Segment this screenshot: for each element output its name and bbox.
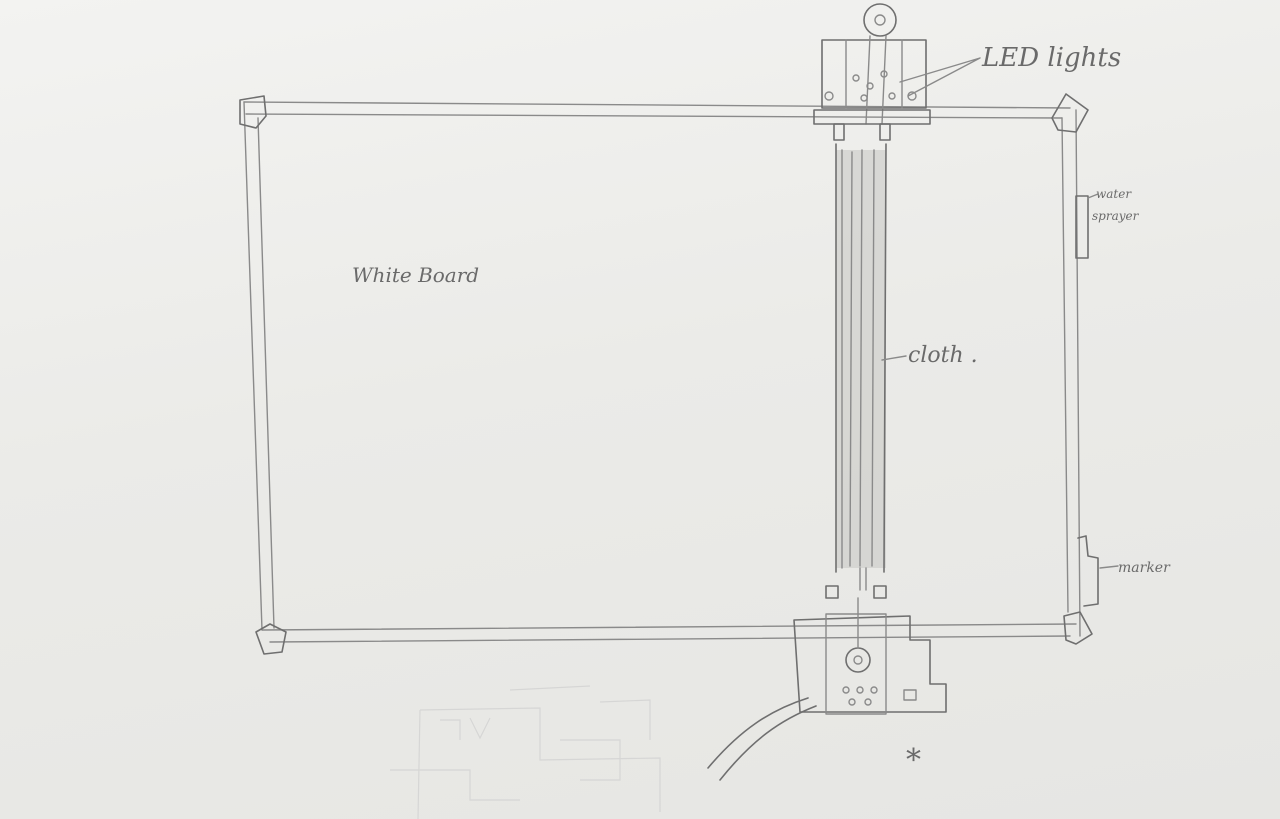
water-sprayer-body [1076, 196, 1088, 258]
whiteboard-label: White Board [352, 263, 479, 287]
led-lights-label: LED lights [981, 43, 1121, 73]
marker-label: marker [1118, 560, 1171, 576]
corner-bottom-right [1064, 612, 1092, 644]
bottom-carriage [794, 586, 946, 714]
top-carriage [814, 4, 930, 140]
water-sprayer-label-2: sprayer [1092, 209, 1140, 223]
motor-pulley [846, 648, 870, 672]
led-light [861, 95, 867, 101]
led-callout: LED lights [900, 43, 1121, 96]
corner-bottom-left [256, 624, 286, 654]
water-sprayer: water sprayer [1076, 187, 1140, 258]
top-pulley [864, 4, 896, 36]
top-carriage-block [822, 40, 926, 108]
asterisk-mark: * [906, 743, 921, 778]
cloth-strip [836, 144, 886, 590]
led-light [889, 93, 895, 99]
cloth-label: cloth . [908, 343, 978, 368]
water-sprayer-label-1: water [1096, 187, 1132, 201]
marker-body [1078, 536, 1098, 606]
marker: marker [1078, 536, 1171, 606]
corner-top-right [1052, 94, 1088, 132]
led-light [853, 75, 859, 81]
cloth-callout: cloth . [882, 343, 978, 368]
whiteboard-frame [240, 94, 1092, 654]
erased-sketch [390, 686, 660, 819]
